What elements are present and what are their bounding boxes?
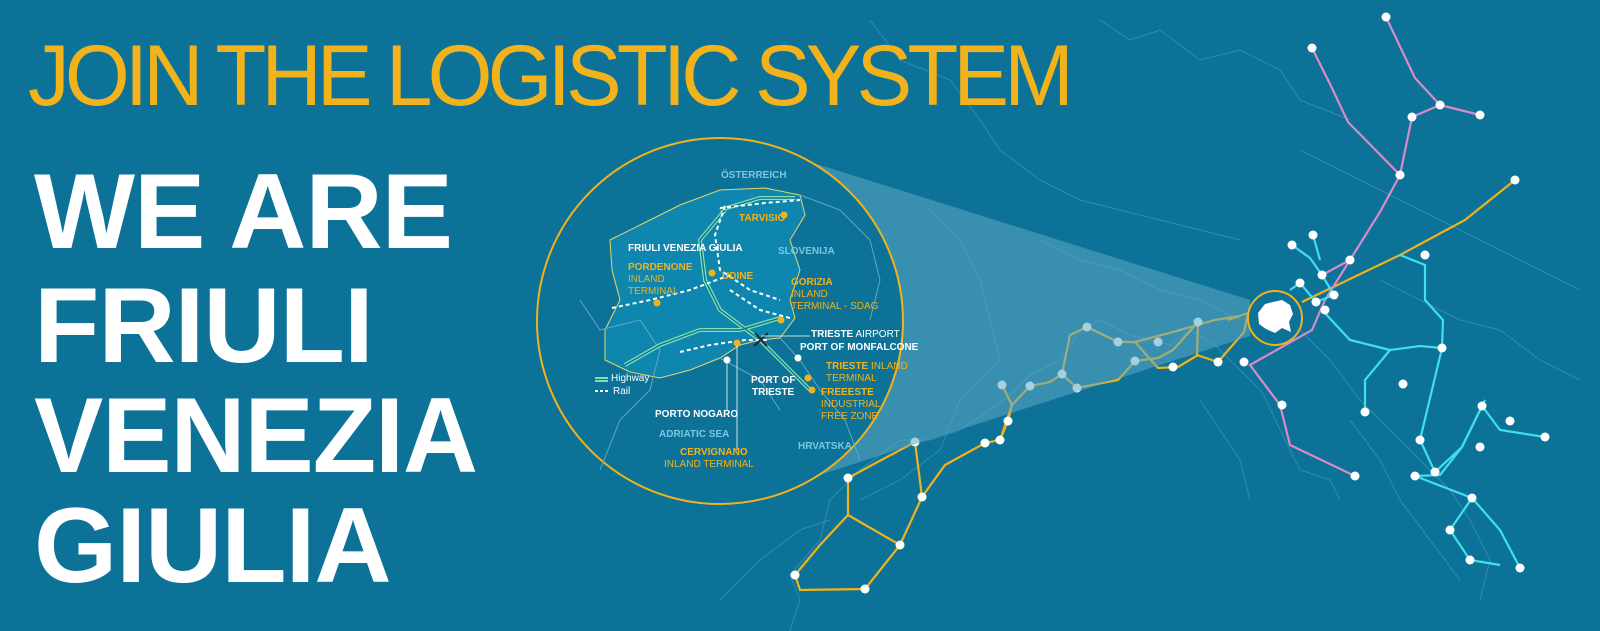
label-cervignano-line1: INLAND TERMINAL [664, 459, 754, 470]
label-pordenone-line1: INLAND [628, 274, 665, 285]
label-pordenone: PORDENONE [628, 262, 693, 273]
label-trieste-inland-line2: TERMINAL [826, 373, 877, 384]
label-porto-nogaro: PORTO NOGARO [655, 409, 739, 420]
legend-icons [595, 377, 610, 392]
label-port-monfalcone: PORT OF MONFALCONE [800, 342, 919, 353]
inset-map [536, 137, 904, 505]
title-line-4: GIULIA [34, 485, 392, 605]
label-freeeste-line1: INDUSTRIAL [821, 399, 881, 410]
airplane-icon [753, 332, 769, 347]
label-trieste-inland: TRIESTE INLAND [826, 361, 908, 372]
label-croatia: HRVATSKA [798, 441, 852, 452]
label-cervignano: CERVIGNANO [680, 447, 748, 458]
label-gorizia-line1: INLAND [791, 289, 828, 300]
label-trieste-airport: TRIESTE AIRPORT [811, 329, 900, 340]
label-adriatic-sea: ADRIATIC SEA [659, 429, 730, 440]
label-port-trieste-line2: TRIESTE [752, 387, 795, 398]
leader-lines [726, 335, 810, 450]
label-region: FRIULI VENEZIA GIULIA [628, 243, 743, 254]
label-gorizia: GORIZIA [791, 277, 833, 288]
fvg-region-silhouette [1258, 300, 1293, 333]
label-freeeste: FREEESTE [821, 387, 874, 398]
label-slovenia: SLOVENIJA [778, 246, 835, 257]
corridor-cyan [1289, 234, 1546, 569]
rail-lines [611, 199, 801, 353]
label-udine: UDINE [722, 271, 754, 282]
legend-highway-label: Highway [611, 373, 650, 384]
label-gorizia-line2: TERMINAL - SDAG [791, 301, 879, 312]
label-port-trieste-line1: PORT OF [751, 375, 796, 386]
region-title: WE ARE FRIULI VENEZIA GIULIA [34, 156, 491, 605]
label-austria: ÖSTERREICH [721, 170, 787, 181]
highlight-marker [1247, 290, 1303, 346]
label-tarvisio: TARVISIO [739, 213, 786, 224]
inset-points [653, 211, 816, 394]
highway-lines-inner [624, 197, 811, 391]
headline: JOIN THE LOGISTIC SYSTEM [28, 28, 1074, 124]
legend-rail-label: Rail [613, 386, 631, 397]
label-pordenone-line2: TERMINAL [628, 286, 679, 297]
label-freeeste-line2: FREE ZONE [821, 411, 879, 422]
zoom-beam [804, 160, 1250, 480]
title-line-1: WE ARE [34, 151, 453, 271]
title-line-3: VENEZIA [34, 375, 478, 495]
title-line-2: FRIULI [34, 265, 374, 385]
